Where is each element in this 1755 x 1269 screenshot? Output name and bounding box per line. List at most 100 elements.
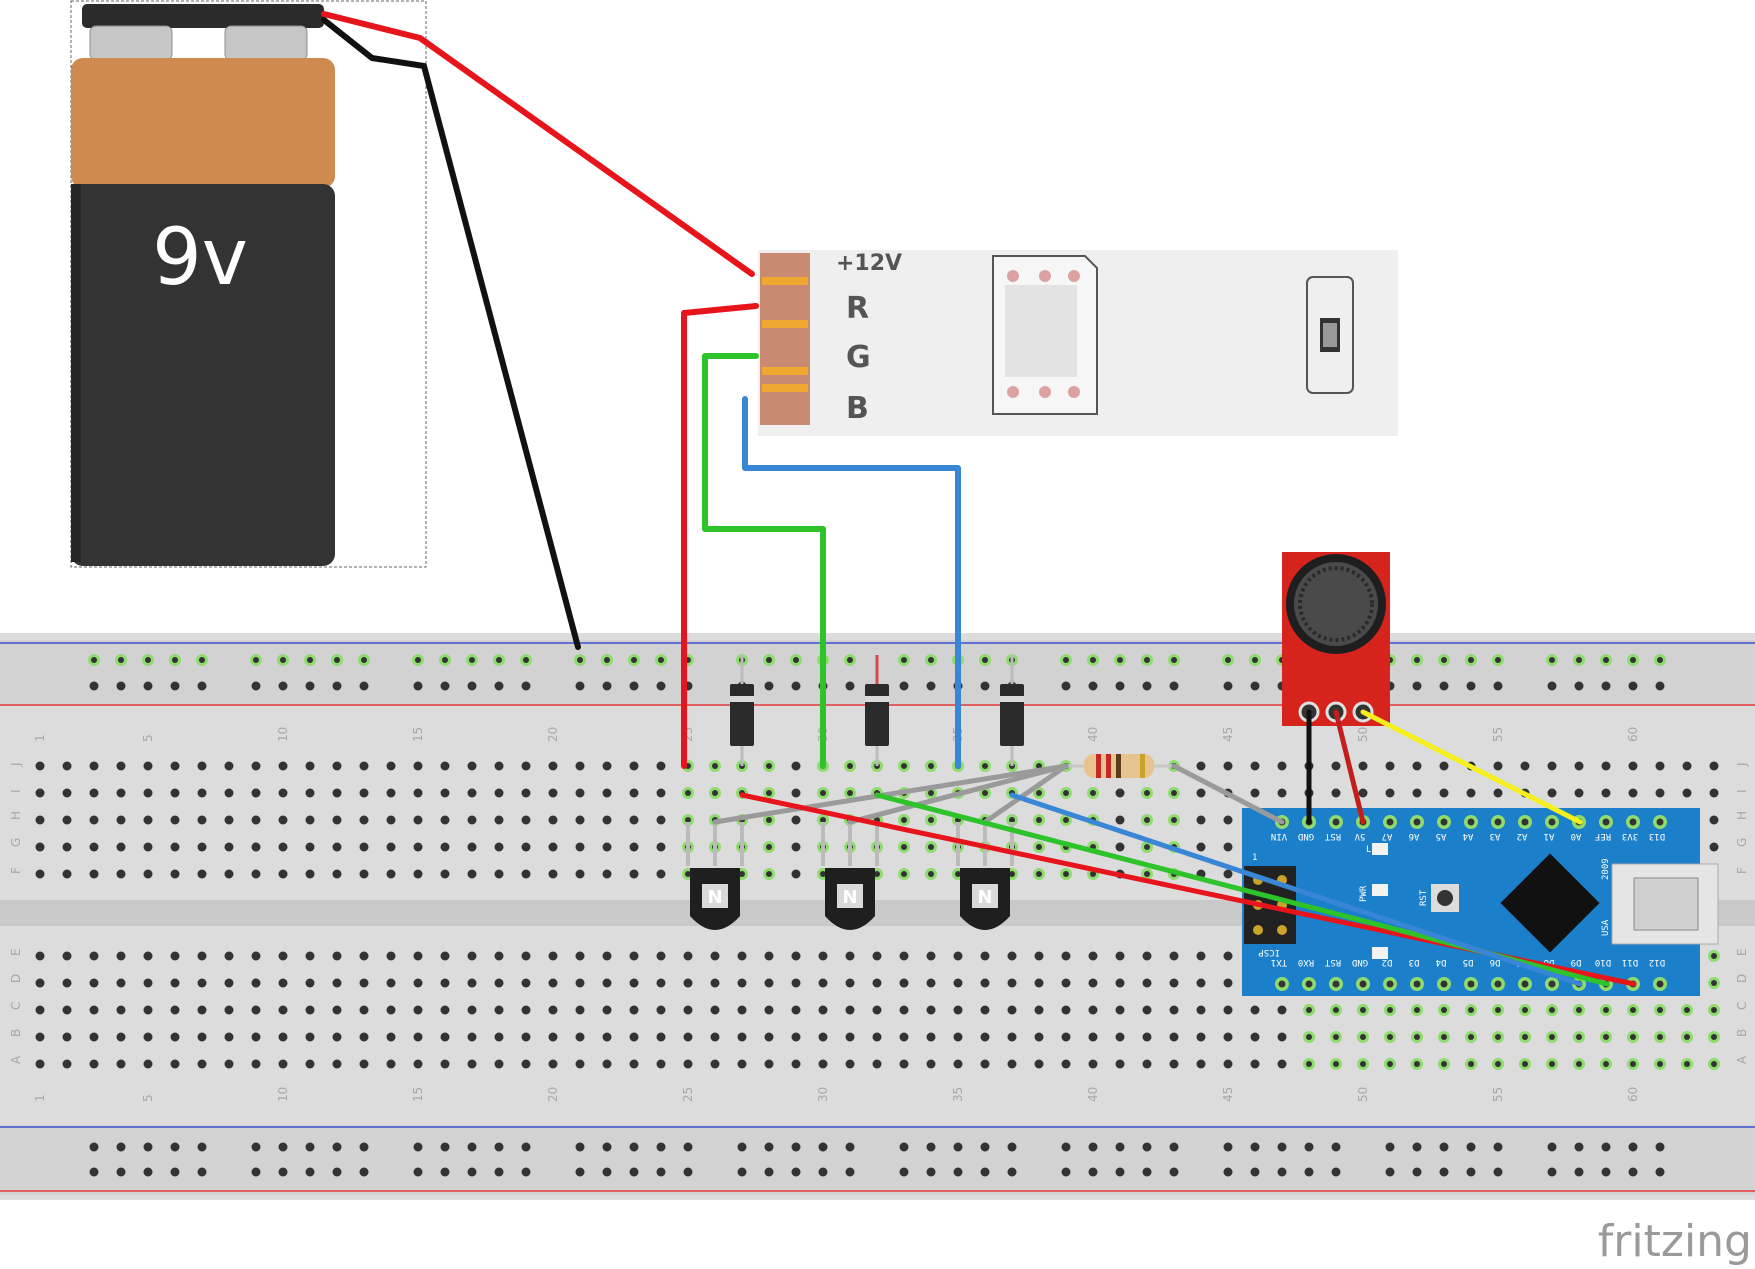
rail-hole <box>278 1167 288 1177</box>
led-strip-label-r: R <box>846 291 869 326</box>
diode-body <box>1000 684 1024 746</box>
resistor[interactable] <box>1066 754 1174 778</box>
breadboard-hole <box>953 951 963 961</box>
breadboard-hole <box>575 1059 585 1069</box>
rail-hole <box>521 1142 531 1152</box>
breadboard-hole <box>1709 761 1719 771</box>
rail-hole <box>1412 681 1422 691</box>
column-number: 50 <box>1356 727 1370 742</box>
header-pin-center <box>1386 818 1394 826</box>
breadboard-hole-center <box>1549 1034 1555 1040</box>
rgb-led-strip[interactable]: +12V R G B <box>758 250 1398 436</box>
rail-hole <box>197 1142 207 1152</box>
breadboard-hole <box>1250 761 1260 771</box>
diode[interactable] <box>1000 655 1024 766</box>
wire-blue-d9[interactable] <box>1009 792 1583 987</box>
mcu-chip <box>1500 853 1600 953</box>
rail-hole <box>575 1167 585 1177</box>
rail-hole <box>89 1142 99 1152</box>
battery-9v[interactable]: 9v <box>70 0 427 568</box>
diode[interactable] <box>865 655 889 766</box>
breadboard-hole <box>386 1005 396 1015</box>
rail-hole-center <box>145 657 151 663</box>
breadboard-hole <box>926 1032 936 1042</box>
rail-hole <box>1547 1167 1557 1177</box>
wire-battery-positive[interactable] <box>321 11 755 277</box>
header-pin-center <box>1602 818 1610 826</box>
wire-green-channel[interactable] <box>702 353 826 769</box>
column-number: 5 <box>141 1094 155 1102</box>
breadboard-hole <box>494 978 504 988</box>
breadboard-hole <box>1115 1005 1125 1015</box>
npn-transistor[interactable]: N <box>686 822 744 930</box>
breadboard-hole <box>548 761 558 771</box>
rail-hole <box>494 1167 504 1177</box>
breadboard-hole <box>170 1005 180 1015</box>
breadboard-hole <box>170 761 180 771</box>
breadboard-hole <box>980 978 990 988</box>
wire-gray-resistor-vin[interactable] <box>1171 763 1285 825</box>
breadboard-hole <box>278 978 288 988</box>
breadboard-hole-center <box>1063 790 1069 796</box>
breadboard-hole <box>278 761 288 771</box>
breadboard-hole-center <box>1684 1034 1690 1040</box>
breadboard-hole <box>737 978 747 988</box>
breadboard-hole-center <box>1711 953 1717 959</box>
diode[interactable] <box>730 655 754 766</box>
breadboard-hole <box>224 1059 234 1069</box>
rail-hole <box>845 1142 855 1152</box>
breadboard-hole <box>197 842 207 852</box>
transistor-label: N <box>707 887 722 908</box>
breadboard-hole-center <box>1333 1034 1339 1040</box>
breadboard-hole <box>1655 761 1665 771</box>
rail-hole-center <box>334 657 340 663</box>
breadboard-hole <box>1088 1059 1098 1069</box>
npn-transistor[interactable]: N <box>821 822 879 930</box>
wire-red-channel[interactable] <box>681 303 759 769</box>
rail-hole <box>656 681 666 691</box>
breadboard-hole <box>548 951 558 961</box>
breadboard-hole-center <box>1603 1034 1609 1040</box>
wire-battery-negative[interactable] <box>321 17 581 650</box>
breadboard-hole <box>440 1005 450 1015</box>
breadboard-hole-center <box>685 871 691 877</box>
breadboard-hole <box>89 761 99 771</box>
top-pin-label: A4 <box>1463 831 1474 841</box>
breadboard-hole <box>1331 761 1341 771</box>
rail-hole <box>1169 681 1179 691</box>
solder-pad-g <box>762 367 808 375</box>
wire-mic-a0[interactable] <box>1360 709 1583 825</box>
wire-gray-base-3[interactable] <box>982 763 1069 825</box>
sound-sensor-module[interactable] <box>1282 552 1390 726</box>
breadboard-hole-center <box>1144 871 1150 877</box>
rail-hole-center <box>928 657 934 663</box>
breadboard-hole <box>143 815 153 825</box>
breadboard-hole <box>89 1059 99 1069</box>
rail-hole-center <box>1117 657 1123 663</box>
breadboard-hole <box>1034 978 1044 988</box>
breadboard-hole <box>737 1059 747 1069</box>
breadboard-hole-center <box>712 763 718 769</box>
transistor-badge <box>702 884 728 908</box>
wire-blue-channel[interactable] <box>742 396 961 769</box>
breadboard-hole <box>170 1032 180 1042</box>
breadboard-hole-center <box>1414 1034 1420 1040</box>
breadboard-hole <box>143 951 153 961</box>
breadboard-hole <box>764 978 774 988</box>
rail-hole <box>926 1142 936 1152</box>
breadboard-hole <box>629 761 639 771</box>
breadboard-hole <box>953 1059 963 1069</box>
wire-mic-5v[interactable] <box>1333 709 1366 825</box>
wire-gray-base-1[interactable] <box>712 763 1069 825</box>
breadboard-hole-center <box>1657 1034 1663 1040</box>
column-number: 30 <box>816 1087 830 1102</box>
breadboard-hole-center <box>820 871 826 877</box>
transistor-badge <box>837 884 863 908</box>
breadboard-hole-center <box>820 817 826 823</box>
wire-gray-base-2[interactable] <box>847 763 1069 825</box>
usb-port <box>1633 877 1699 931</box>
row-letter: F <box>1735 867 1749 874</box>
breadboard-hole <box>467 842 477 852</box>
